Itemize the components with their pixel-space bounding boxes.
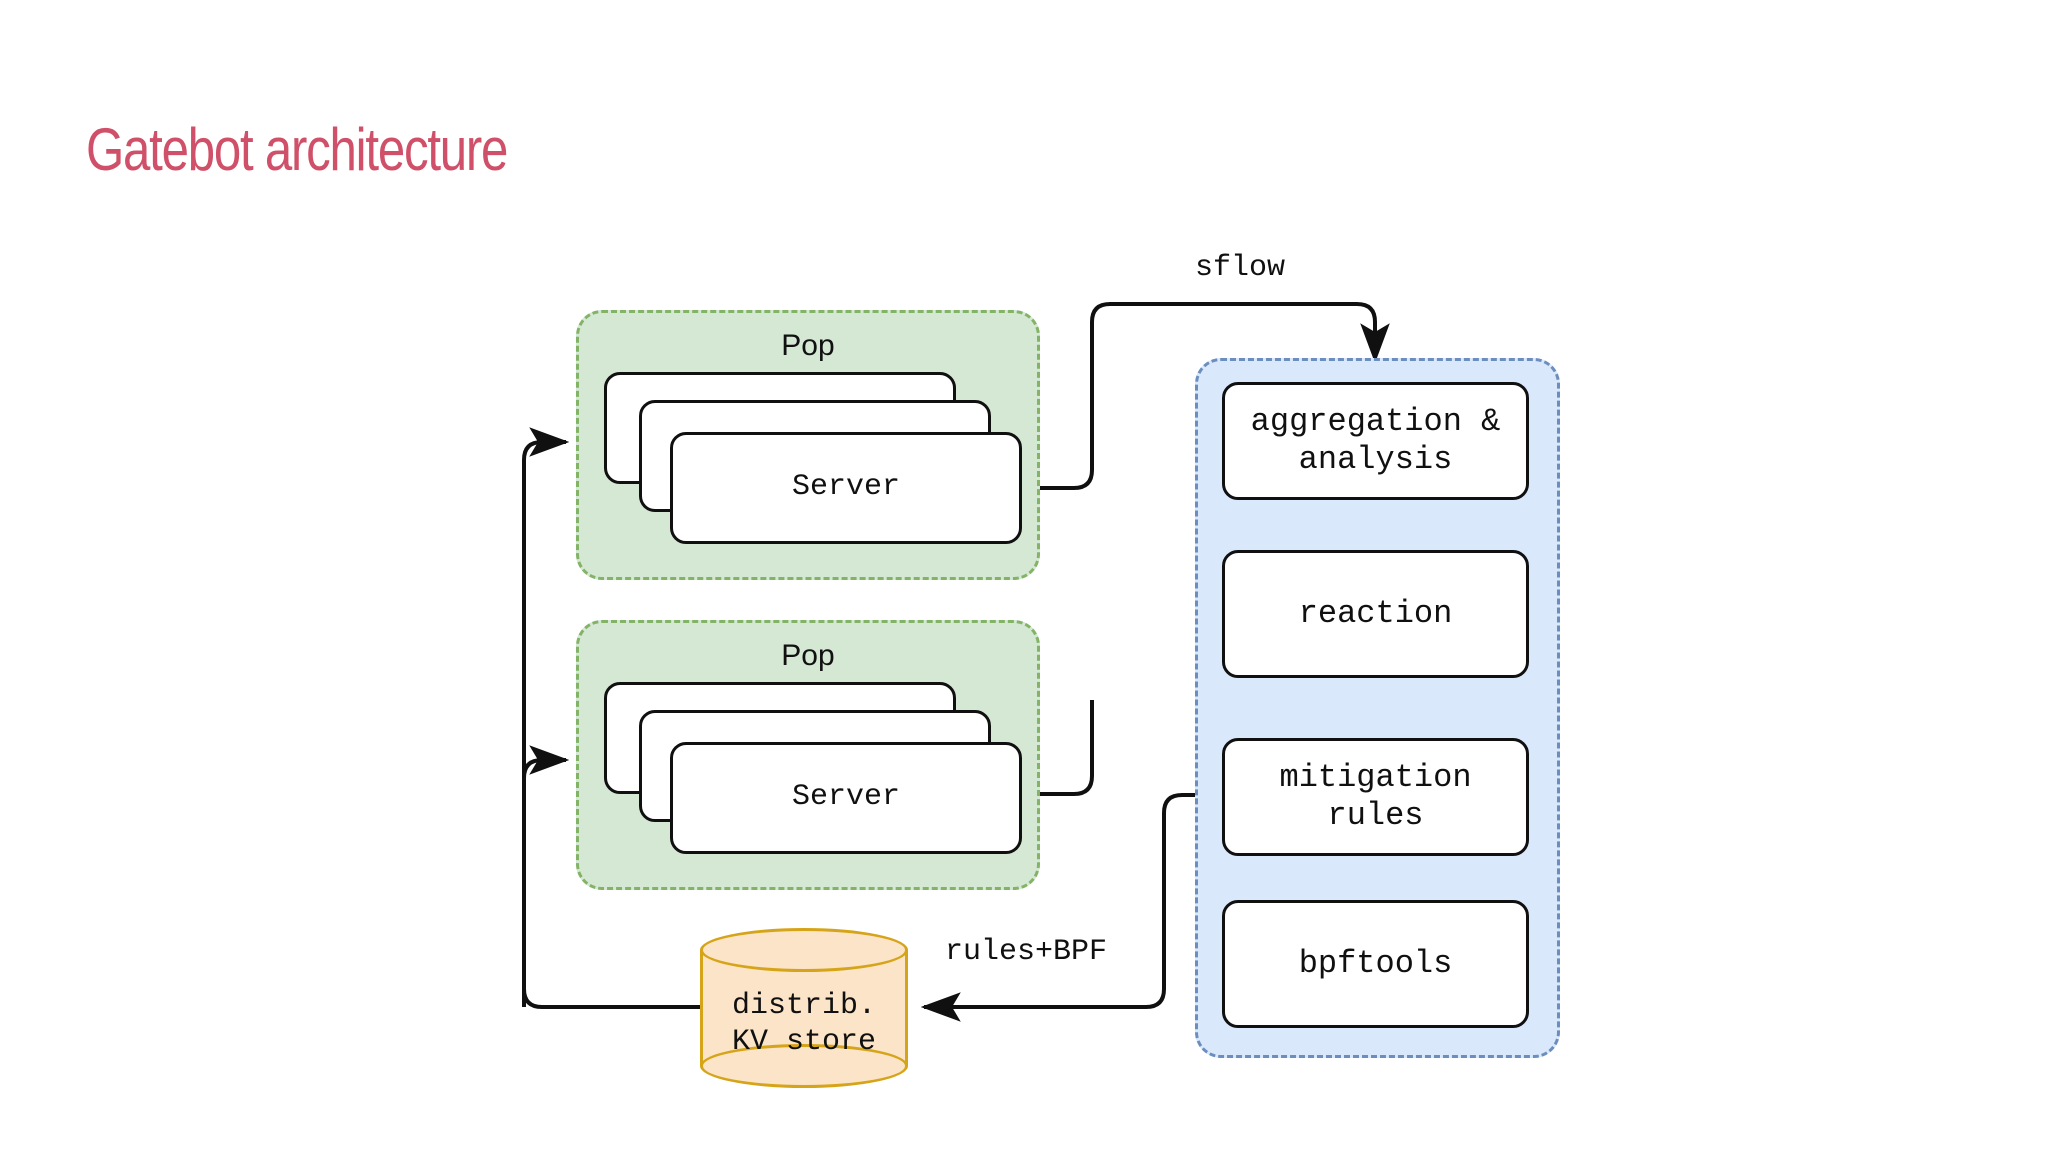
edge-server1-to-trunk <box>1021 302 1390 490</box>
cylinder-bottom-ellipse <box>700 1044 908 1088</box>
slide-title: Gatebot architecture <box>86 116 508 183</box>
node-bpftools[interactable]: bpftools <box>1222 900 1529 1028</box>
cylinder-top-ellipse <box>700 928 908 972</box>
node-mitigation-rules[interactable]: mitigation rules <box>1222 738 1529 856</box>
edge-kvstore-to-pop1 <box>522 427 570 461</box>
edge-server2-to-trunk <box>1021 700 1094 796</box>
node-aggregation-analysis[interactable]: aggregation & analysis <box>1222 382 1529 500</box>
edge-label-sflow: sflow <box>1195 251 1286 285</box>
edge-mitigation-to-kvstore <box>920 793 1222 1022</box>
node-kv-store[interactable]: distrib. KV store <box>700 928 908 1088</box>
group-pop-2-label: Pop <box>781 639 835 672</box>
node-kv-store-label: distrib. KV store <box>731 989 877 1059</box>
server-stack-1-front[interactable]: Server <box>670 432 1022 544</box>
server-stack-2-front[interactable]: Server <box>670 742 1022 854</box>
node-reaction[interactable]: reaction <box>1222 550 1529 678</box>
group-pop-1-label: Pop <box>781 329 835 362</box>
edge-kvstore-to-pop2 <box>522 745 570 1007</box>
edge-label-rules-bpf: rules+BPF <box>945 935 1108 969</box>
